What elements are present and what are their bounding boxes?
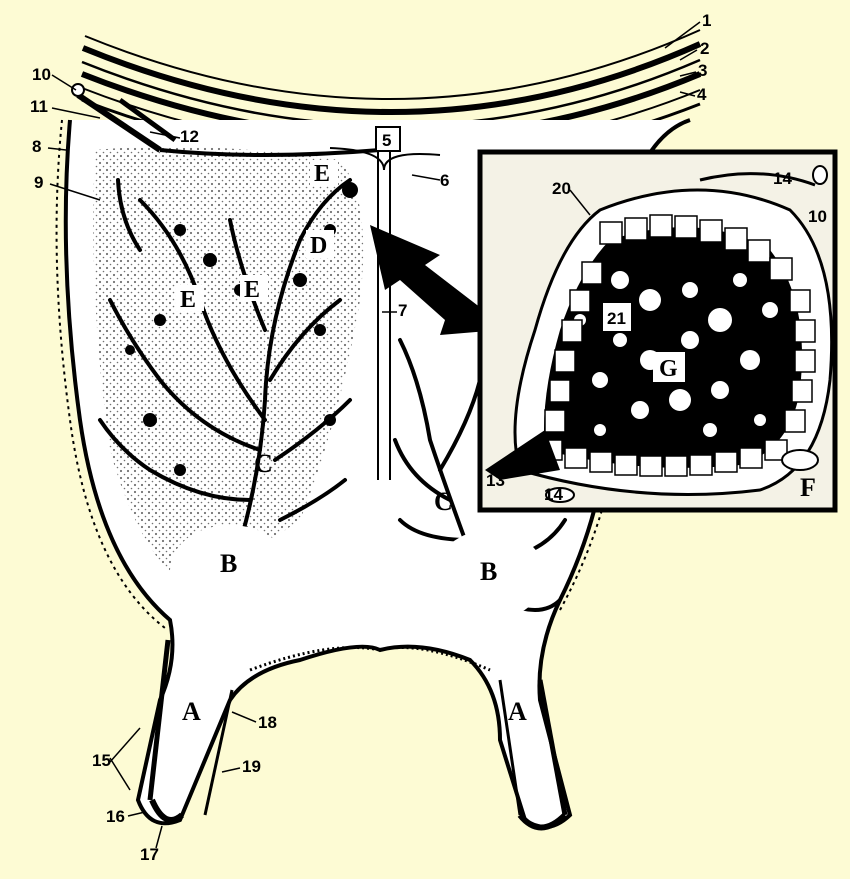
label-10-inset: 10 [808, 207, 827, 226]
label-C-left: C [254, 449, 273, 478]
alveolus-inset [480, 152, 835, 510]
label-7: 7 [398, 301, 407, 320]
label-14-upper: 14 [773, 169, 792, 188]
label-15: 15 [92, 751, 111, 770]
label-E-mid: E [244, 277, 260, 303]
label-3: 3 [698, 61, 707, 80]
label-C-right: C [434, 487, 453, 516]
label-18: 18 [258, 713, 277, 732]
label-A-right: A [508, 697, 527, 726]
label-12: 12 [180, 127, 199, 146]
label-9: 9 [34, 173, 43, 192]
label-E-top: E [314, 161, 330, 187]
label-20: 20 [552, 179, 571, 198]
label-8: 8 [32, 137, 41, 156]
label-1: 1 [702, 11, 711, 30]
label-19: 19 [242, 757, 261, 776]
label-F: F [800, 473, 816, 502]
label-16: 16 [106, 807, 125, 826]
label-G: G [659, 356, 678, 382]
label-13: 13 [486, 471, 505, 490]
label-B-right: B [480, 557, 497, 586]
label-21: 21 [607, 309, 626, 328]
label-5: 5 [382, 131, 391, 150]
label-4: 4 [697, 85, 707, 104]
label-E-left: E [180, 287, 196, 313]
label-A-left: A [182, 697, 201, 726]
label-2: 2 [700, 39, 709, 58]
label-11: 11 [30, 97, 48, 116]
label-B-left: B [220, 549, 237, 578]
label-D: D [310, 233, 327, 259]
label-6: 6 [440, 171, 449, 190]
label-10: 10 [32, 65, 51, 84]
label-14-lower: 14 [544, 485, 563, 504]
